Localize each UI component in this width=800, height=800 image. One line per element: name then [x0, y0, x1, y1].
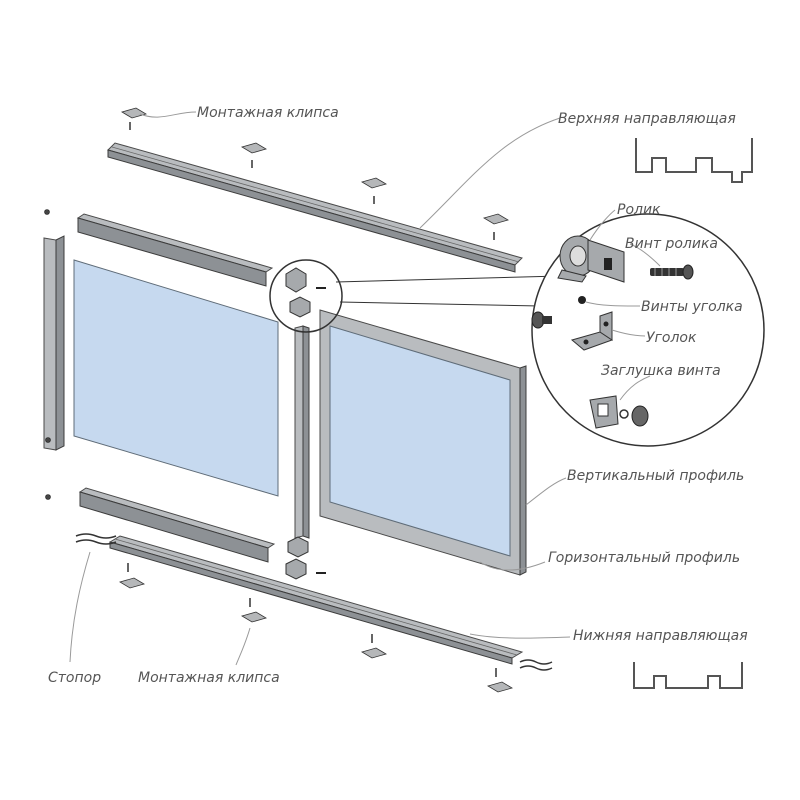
top-rail-cross-section [635, 138, 753, 183]
leader-bottom-rail [469, 633, 571, 639]
left-door-exploded [43, 209, 279, 563]
label-corner-screws: Винты уголка [641, 299, 743, 315]
leader-mount-clip-top [139, 111, 197, 118]
label-bottom-rail: Нижняя направляющая [573, 628, 748, 644]
bottom-rail [108, 535, 524, 665]
leader-corner-screws [585, 301, 641, 307]
right-door-assembled [319, 309, 527, 576]
leader-corner [611, 329, 646, 337]
bottom-mount-clips [119, 563, 513, 693]
roller-screw-part [650, 264, 694, 280]
roller-part [557, 235, 625, 283]
label-roller-screw: Винт ролика [625, 236, 718, 252]
middle-vertical-profile [285, 267, 326, 580]
leader-roller [589, 209, 616, 241]
label-horizontal-profile: Горизонтальный профиль [548, 550, 740, 566]
screw-cap-part [589, 395, 649, 429]
label-stopper: Стопор [48, 670, 101, 686]
corner-bracket-part [570, 311, 614, 351]
leader-mount-clip-bottom [235, 627, 251, 666]
leader-screw-cap [619, 375, 651, 401]
detail-callout [269, 213, 765, 447]
label-roller: Ролик [617, 202, 661, 218]
corner-screws-part [531, 296, 586, 329]
label-top-rail: Верхняя направляющая [558, 111, 736, 127]
leader-vertical-profile [525, 477, 567, 506]
stoppers [75, 533, 553, 671]
leader-stopper [69, 551, 91, 663]
label-corner: Уголок [646, 330, 697, 346]
leader-horizontal-profile [479, 561, 546, 571]
label-mount-clip-bottom: Монтажная клипса [138, 670, 280, 686]
label-mount-clip-top: Монтажная клипса [197, 105, 339, 121]
label-screw-cap: Заглушка винта [601, 363, 721, 379]
label-vertical-profile: Вертикальный профиль [567, 468, 744, 484]
bottom-rail-cross-section [633, 662, 743, 689]
top-mount-clips [121, 107, 509, 240]
leader-roller-screw [629, 243, 661, 267]
leader-top-rail [419, 117, 561, 229]
top-rail [107, 142, 523, 273]
